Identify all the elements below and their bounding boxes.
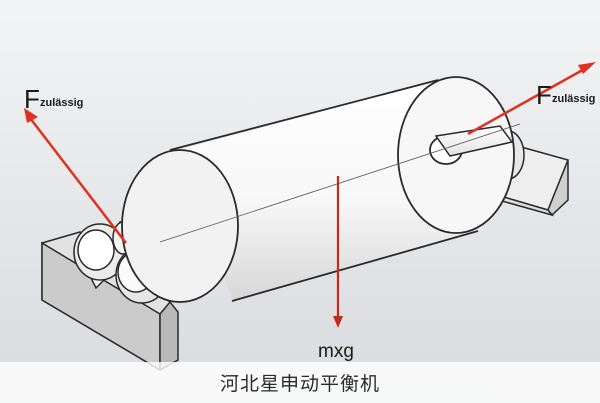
- left-force-arrow: [24, 108, 127, 244]
- weight-label: mxg: [318, 341, 354, 362]
- left-force-subscript: zulässig: [40, 97, 83, 109]
- right-force-arrow: [467, 62, 596, 136]
- right-force-subscript: zulässig: [552, 93, 595, 105]
- weight-arrow: [333, 176, 343, 328]
- watermark-caption: 河北星申动平衡机: [0, 362, 600, 403]
- right-force-symbol: F: [536, 80, 552, 110]
- left-force-symbol: F: [24, 84, 40, 114]
- rotation-axis-line: [159, 123, 521, 243]
- drum-body: [121, 76, 515, 303]
